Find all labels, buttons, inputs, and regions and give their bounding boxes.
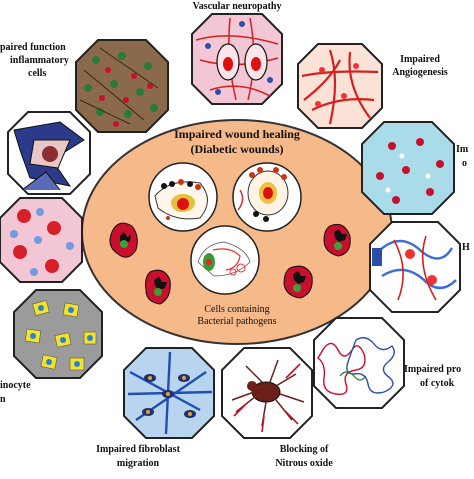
- label-inflammatory-3: cells: [28, 68, 46, 79]
- label-inflammatory-1: paired function: [0, 42, 66, 53]
- wound-circle-left: [148, 162, 218, 232]
- label-angiogenesis-1: Impaired: [400, 54, 440, 65]
- bacterial-cell-2: [145, 269, 171, 305]
- label-fibroblast-2: migration: [117, 458, 160, 469]
- label-nitrous-2: Nitrous oxide: [275, 458, 333, 469]
- wound-circle-right: [232, 162, 302, 232]
- label-angiogenesis-2: Angiogenesis: [392, 67, 448, 78]
- label-nitrous-1: Blocking of: [280, 444, 329, 455]
- panel-left-upper: [7, 111, 91, 195]
- bacterial-cell-3: [323, 223, 351, 257]
- label-vascular-neuropathy: Vascular neuropathy: [192, 1, 281, 12]
- panel-vascular-neuropathy: [191, 13, 283, 105]
- label-cytokine-1: Impaired pro: [404, 364, 461, 375]
- label-inflammatory-2: inflammatory: [10, 55, 69, 66]
- center-title: Impaired wound healing: [174, 127, 300, 141]
- panel-nitrous-oxide: [221, 347, 313, 439]
- label-keratinocyte-1: inocyte: [0, 380, 31, 391]
- bacterial-cell-1: [109, 222, 138, 258]
- bacterial-cell-4: [283, 265, 313, 299]
- panel-fibroblast: [123, 347, 215, 439]
- panel-keratinocyte: [13, 289, 103, 379]
- wound-circle-bottom: [190, 225, 260, 295]
- center-subtitle: (Diabetic wounds): [190, 142, 283, 156]
- panel-angiogenesis: [297, 43, 383, 129]
- label-cytokine-2: of cytok: [420, 378, 455, 389]
- label-fibroblast-1: Impaired fibroblast: [96, 444, 180, 455]
- label-right-lower: H: [462, 242, 470, 253]
- label-right-mid-1: Im: [456, 144, 469, 155]
- label-keratinocyte-2: n: [0, 394, 6, 405]
- cells-caption-line2: Bacterial pathogens: [197, 316, 276, 327]
- panel-cytokine: [313, 317, 405, 409]
- label-right-mid-2: o: [462, 158, 467, 169]
- panel-inflammatory-cells: [75, 39, 169, 133]
- panel-left-middle: [0, 197, 83, 283]
- panel-right-middle: [361, 121, 455, 215]
- panel-right-lower: [369, 221, 461, 313]
- cells-caption-line1: Cells containing: [204, 304, 269, 315]
